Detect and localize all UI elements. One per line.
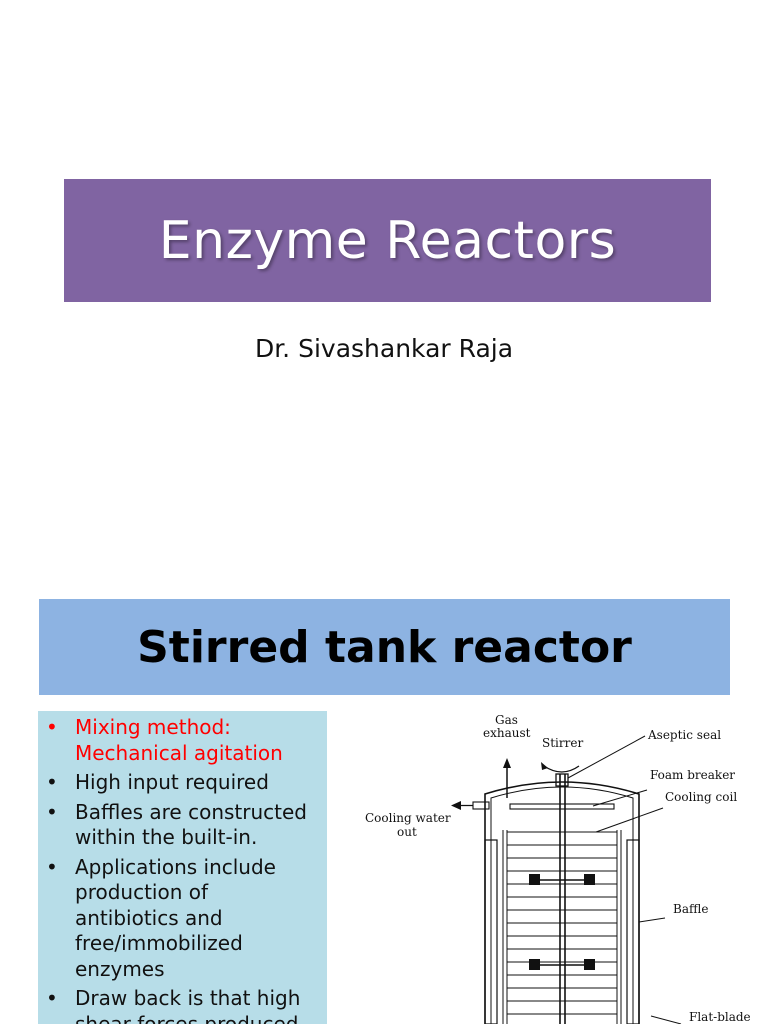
- bullet-item: • Applications include production of ant…: [46, 855, 321, 983]
- bullet-item: • Mixing method: Mechanical agitation: [46, 715, 321, 766]
- slide-title: Enzyme Reactors: [158, 210, 617, 271]
- label-cooling-water: Cooling water: [365, 811, 451, 825]
- bullet-dot: •: [46, 854, 58, 879]
- impeller-lower: [529, 959, 595, 970]
- content-slide: Stirred tank reactor • Mixing method: Me…: [0, 576, 768, 1024]
- bullet-line: production of: [75, 880, 209, 904]
- label-stirrer: Stirrer: [542, 736, 583, 750]
- bullet-line: Baffles are constructed: [75, 799, 308, 824]
- bullet-line: antibiotics and: [75, 905, 223, 930]
- bullet-line: Mechanical agitation: [75, 740, 283, 765]
- bullet-panel: • Mixing method: Mechanical agitation • …: [38, 711, 327, 1024]
- stirrer-shaft: [559, 774, 566, 1024]
- bullet-dot: •: [46, 770, 58, 794]
- bullet-line: free/immobilized: [75, 931, 243, 955]
- label-foam-breaker: Foam breaker: [650, 768, 735, 782]
- slide-heading-banner: Stirred tank reactor: [39, 599, 730, 695]
- bullet-line: Applications include: [75, 854, 276, 879]
- tank-vessel: [484, 781, 640, 1024]
- label-flat-blade: Flat-blade: [689, 1010, 751, 1024]
- label-cooling-coil: Cooling coil: [665, 790, 737, 804]
- label-exhaust: exhaust: [483, 726, 531, 740]
- stirred-tank-diagram: Gas exhaust Stirrer Aseptic seal Foam br…: [365, 713, 751, 1024]
- leader-lines: [567, 735, 682, 1024]
- stirrer-motor: [541, 762, 580, 787]
- bullet-line: within the built-in.: [75, 825, 258, 849]
- bullet-item: • Draw back is that high shear forces pr…: [46, 986, 321, 1024]
- bullet-line: Draw back is that high: [75, 986, 301, 1010]
- bullet-line: High input required: [75, 770, 269, 794]
- label-aseptic-seal: Aseptic seal: [647, 728, 721, 742]
- gas-exhaust-pipe: [503, 758, 511, 798]
- bullet-line: Mixing method:: [75, 715, 231, 739]
- bullet-dot: •: [46, 715, 58, 739]
- title-banner: Enzyme Reactors: [64, 179, 711, 302]
- baffle-plates: [484, 839, 640, 1024]
- label-gas: Gas: [495, 713, 518, 727]
- bullet-line: shear forces produced: [75, 1011, 299, 1024]
- author-name: Dr. Sivashankar Raja: [254, 334, 514, 363]
- slide-heading: Stirred tank reactor: [137, 621, 632, 673]
- label-baffle: Baffle: [673, 902, 708, 916]
- bullet-item: • High input required: [46, 770, 321, 796]
- bullet-line: enzymes: [75, 956, 165, 981]
- impeller-upper: [529, 874, 595, 885]
- bullet-item: • Baffles are constructed within the bui…: [46, 800, 321, 851]
- cooling-coil: [502, 830, 622, 1024]
- title-slide: Enzyme Reactors Dr. Sivashankar Raja: [64, 179, 711, 363]
- bullet-dot: •: [46, 799, 58, 824]
- cooling-water-outlet: [451, 801, 490, 810]
- bullet-dot: •: [46, 986, 58, 1010]
- label-out: out: [397, 825, 417, 839]
